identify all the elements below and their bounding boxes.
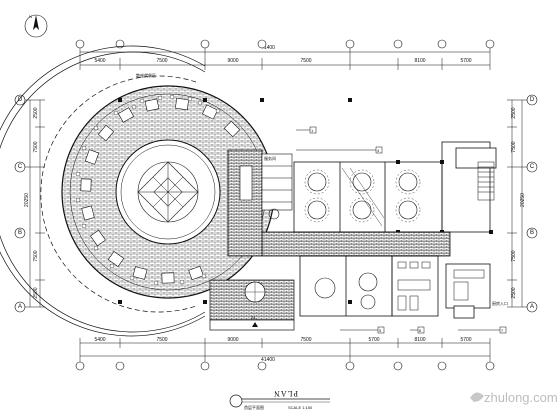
callout-5: 7 xyxy=(501,328,504,333)
bottom-dim-2: 7500 xyxy=(156,337,167,343)
section-marker-label: A1 xyxy=(251,315,257,320)
bottom-dim-7: 5700 xyxy=(460,337,471,343)
axis-bubble-right-b xyxy=(526,227,538,239)
lower-rooms xyxy=(299,255,491,319)
left-dimension-chain xyxy=(25,99,45,308)
plan-title: PLAN xyxy=(273,389,298,398)
axis-bubble-left-c xyxy=(14,161,26,173)
callout-2: 4 xyxy=(377,148,380,153)
axis-label-right-d: D xyxy=(530,97,535,103)
callout-4: 6 xyxy=(419,328,422,333)
upper-round-tables xyxy=(307,172,418,220)
bottom-dim-total: 41400 xyxy=(261,357,275,363)
bottom-dimension-chain xyxy=(79,338,491,362)
lower-round-tables xyxy=(314,272,378,310)
axis-bubble-right-a xyxy=(526,301,538,313)
bottom-dim-4: 7500 xyxy=(300,337,311,343)
service-block xyxy=(239,153,293,220)
upper-table-chairs xyxy=(304,169,421,223)
private-dining-upper xyxy=(293,141,497,233)
plan-scale: SCALE 1:150 xyxy=(288,405,313,410)
right-dim-3: 7500 xyxy=(511,250,517,261)
bottom-dim-5: 5700 xyxy=(368,337,379,343)
right-dim-total: 20250 xyxy=(520,193,526,207)
ring-table-group xyxy=(80,97,241,284)
top-axis-bubbles xyxy=(75,39,495,371)
east-stair xyxy=(477,161,495,201)
circular-dining-hall xyxy=(61,85,275,299)
axis-label-left-b: B xyxy=(18,230,22,236)
right-dimension-chain xyxy=(507,99,527,308)
ring-area-label: 散座就餐区 xyxy=(136,72,156,78)
plan-subtitle: 首层平面图 xyxy=(244,404,264,410)
left-dim-total: 20250 xyxy=(24,193,30,207)
right-dim-2: 7500 xyxy=(511,141,517,152)
top-dimension-chain xyxy=(79,46,491,70)
right-dim-4: 2500 xyxy=(511,287,517,298)
north-arrow: N xyxy=(24,14,48,38)
kitchen-pass-label: 厨房入口 xyxy=(492,300,508,306)
top-dim-total: 41400 xyxy=(261,45,275,51)
restroom-fixtures xyxy=(397,261,431,311)
axis-label-left-d: D xyxy=(18,97,23,103)
watermark-text: zhulong.com xyxy=(484,390,558,405)
axis-bubble-left-b xyxy=(14,227,26,239)
bottom-dim-labels: 5400 7500 9000 7500 5700 8100 5700 41400 xyxy=(94,337,471,363)
bottom-dim-3: 9000 xyxy=(227,337,238,343)
top-dim-2: 7500 xyxy=(156,58,167,64)
central-corridor xyxy=(227,149,451,257)
section-marker: A1 xyxy=(251,315,258,327)
left-dim-2: 7500 xyxy=(33,141,39,152)
upper-room-partitions xyxy=(341,167,385,227)
title-block: PLAN 首层平面图 SCALE 1:150 xyxy=(229,389,330,410)
bottom-dim-6: 8100 xyxy=(414,337,425,343)
left-axis-bubbles: D C B A xyxy=(14,94,26,313)
left-dim-labels: 2500 7500 7500 2500 20250 xyxy=(24,107,39,298)
outer-terrace-ring xyxy=(0,45,206,337)
axis-bubble-right-d xyxy=(526,94,538,106)
right-dim-1: 2500 xyxy=(511,107,517,118)
top-dim-3: 9000 xyxy=(227,58,238,64)
top-dim-1: 5400 xyxy=(94,58,105,64)
axis-bubble-left-a xyxy=(14,301,26,313)
callout-1: 1 xyxy=(311,128,314,133)
entrance-zone xyxy=(209,279,295,331)
top-dim-6: 8100 xyxy=(414,58,425,64)
callout-tags xyxy=(296,126,507,334)
right-dim-labels: 2500 7500 7500 2500 20250 xyxy=(511,107,526,298)
axis-label-right-b: B xyxy=(530,230,534,236)
top-dim-4: 7500 xyxy=(300,58,311,64)
bottom-dim-1: 5400 xyxy=(94,337,105,343)
top-dim-labels: 41400 5400 7500 9000 7500 5700 8100 5700 xyxy=(94,45,471,64)
right-axis-bubbles: D C B A xyxy=(526,94,538,313)
axis-label-right-a: A xyxy=(530,304,534,310)
axis-label-left-a: A xyxy=(18,304,22,310)
axis-bubble-right-c xyxy=(526,161,538,173)
callout-3: 5 xyxy=(379,328,382,333)
watermark: zhulong.com xyxy=(470,390,558,405)
left-dim-3: 7500 xyxy=(33,250,39,261)
axis-bubble-left-d xyxy=(14,94,26,106)
north-label: N xyxy=(29,14,32,19)
top-dim-7: 5700 xyxy=(460,58,471,64)
left-dim-1: 2500 xyxy=(33,107,39,118)
kitchen-fixtures xyxy=(453,269,485,301)
callout-labels: 1 4 5 6 7 xyxy=(311,128,504,333)
axis-label-right-c: C xyxy=(530,164,535,170)
ring-chairs xyxy=(75,94,221,286)
axis-label-left-c: C xyxy=(18,164,23,170)
service-room-label: 服务间 xyxy=(264,155,276,161)
